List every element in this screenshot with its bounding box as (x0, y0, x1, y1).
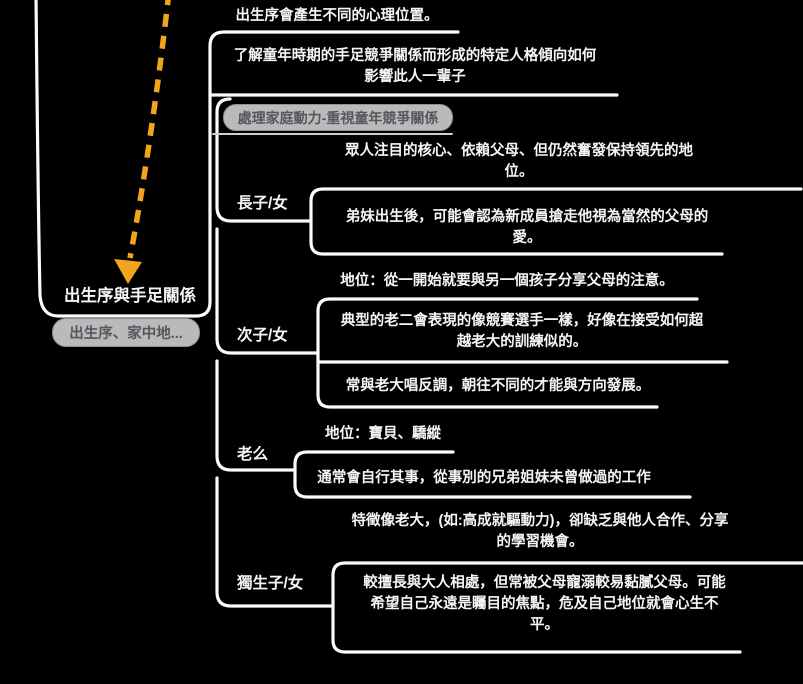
node-youngest-item[interactable]: 通常會自行其事，從事別的兄弟姐妹未曾做過的工作 (317, 470, 651, 486)
branch-firstborn[interactable]: 長子/女 (237, 195, 288, 212)
node-secondborn-item[interactable]: 常與老大唱反調，朝往不同的才能與方向發展。 (345, 378, 651, 394)
edge-spine-youngest (215, 359, 297, 472)
branch-secondborn[interactable]: 次子/女 (237, 327, 288, 344)
edge-spine-secondborn (215, 227, 320, 355)
edge-spine-onlychild (215, 476, 335, 608)
node-secondborn-item[interactable]: 典型的老二會表現的像競賽選手一樣，好像在接受如何超越老大的訓練似的。 (340, 313, 704, 350)
node-firstborn-item[interactable]: 眾人注目的核心、依賴父母、但仍然奮發保持領先的地位。 (345, 143, 693, 180)
node-youngest-item[interactable]: 地位：寶貝、驕縱 (325, 426, 441, 442)
node-onlychild-item[interactable]: 較擅長與大人相處，但常被父母寵溺較易黏膩父母。可能希望自己永遠是矚目的焦點，危及… (363, 575, 726, 633)
edge-bracket-firstborn (309, 187, 803, 256)
node-lifelong-influence[interactable]: 了解童年時期的手足競爭關係而形成的特定人格傾向如何影響此人一輩子 (233, 48, 597, 85)
branch-onlychild[interactable]: 獨生子/女 (237, 575, 304, 592)
node-onlychild-item[interactable]: 特徵像老大，(如:高成就驅動力)，卻缺乏與他人合作、分享的學習機會。 (351, 513, 729, 550)
root-note-pill[interactable]: 出生序、家中地... (52, 318, 200, 347)
edge-spine-firstborn (215, 97, 313, 223)
edge-bracket-secondborn (316, 297, 699, 409)
group-label-pill[interactable]: 處理家庭動力-重視童年競爭關係 (223, 104, 453, 131)
node-firstborn-item[interactable]: 弟妹出生後，可能會認為新成員搶走他視為當然的父母的愛。 (345, 209, 709, 246)
node-secondborn-item[interactable]: 地位：從一開始就要與另一個孩子分享父母的注意。 (340, 273, 674, 289)
arrow-connector-shaft (127, 0, 171, 259)
edge-bracket-onlychild (331, 561, 803, 654)
node-root[interactable]: 出生序與手足關係 (64, 287, 196, 305)
edge-bracket-youngest (293, 450, 692, 499)
node-psych-position[interactable]: 出生序會產生不同的心理位置。 (235, 8, 439, 24)
branch-youngest[interactable]: 老么 (237, 446, 269, 463)
arrow-connector-head (114, 259, 142, 284)
edge-trunk-root (34, 0, 460, 318)
